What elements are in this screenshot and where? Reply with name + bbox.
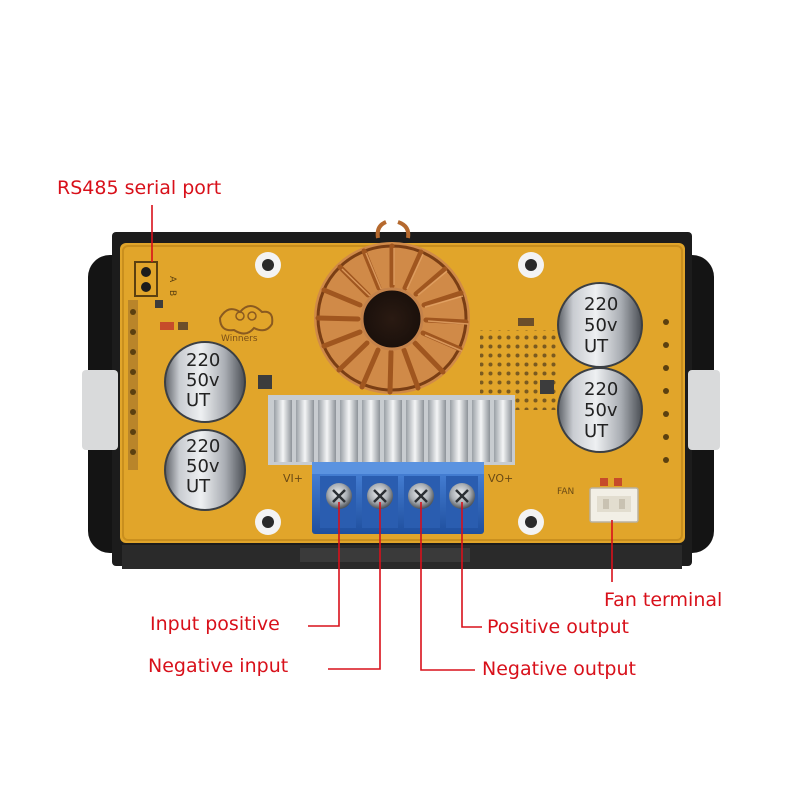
svg-text:UT: UT xyxy=(584,336,609,357)
capacitor-left-top: 220 50v UT xyxy=(164,341,246,423)
svg-text:50v: 50v xyxy=(186,456,220,477)
capacitor-left-bottom: 220 50v UT xyxy=(164,429,246,511)
rs485-pads xyxy=(134,261,158,297)
left-clip xyxy=(82,370,118,450)
svg-text:220: 220 xyxy=(186,350,220,371)
svg-text:220: 220 xyxy=(186,436,220,457)
svg-text:UT: UT xyxy=(186,390,211,411)
fan-connector xyxy=(589,478,639,523)
silk-vin: VI+ xyxy=(283,472,303,485)
fan-terminal-label: Fan terminal xyxy=(604,589,723,611)
rs485-label: RS485 serial port xyxy=(57,177,222,199)
capacitor-right-bottom: 220 50v UT xyxy=(557,367,643,453)
pin-header-left xyxy=(128,300,138,470)
toroidal-inductor xyxy=(314,220,470,395)
svg-text:50v: 50v xyxy=(584,400,618,421)
svg-text:50v: 50v xyxy=(584,315,618,336)
callout-lines xyxy=(151,205,613,671)
logo-text: Winners xyxy=(221,334,258,344)
negative-input-label: Negative input xyxy=(148,655,289,677)
smd-parts xyxy=(155,300,554,394)
silk-fan: FAN xyxy=(557,487,574,497)
heatsink xyxy=(268,395,515,465)
mounting-holes xyxy=(255,252,544,535)
svg-text:50v: 50v xyxy=(186,370,220,391)
svg-text:UT: UT xyxy=(584,421,609,442)
svg-text:UT: UT xyxy=(186,476,211,497)
silk-a: A xyxy=(167,276,177,283)
winners-logo: Winners xyxy=(218,305,274,344)
positive-output-leader xyxy=(461,502,482,628)
negative-output-label: Negative output xyxy=(482,658,636,680)
svg-text:220: 220 xyxy=(584,294,618,315)
silk-b: B xyxy=(167,290,177,296)
pin-header-right xyxy=(663,319,669,463)
screw-terminal-block xyxy=(312,462,484,534)
input-positive-leader xyxy=(308,502,340,627)
negative-input-leader xyxy=(328,502,381,670)
silk-vout: VO+ xyxy=(488,472,513,485)
negative-output-leader xyxy=(420,502,475,671)
capacitor-right-top: 220 50v UT xyxy=(557,282,643,368)
positive-output-label: Positive output xyxy=(487,616,629,638)
right-clip xyxy=(688,370,720,450)
svg-text:220: 220 xyxy=(584,379,618,400)
input-positive-label: Input positive xyxy=(150,613,280,635)
